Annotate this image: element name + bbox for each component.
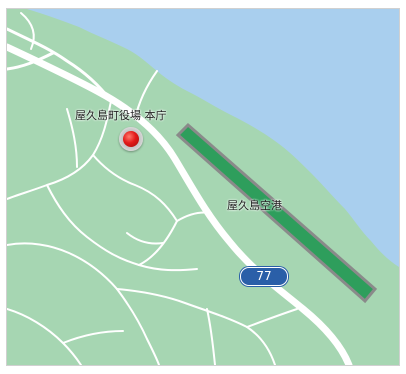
road[interactable] — [46, 184, 140, 266]
route-77-shield: 77 — [240, 267, 288, 286]
road[interactable] — [62, 330, 124, 344]
road[interactable] — [7, 27, 113, 103]
red-pin-icon[interactable] — [119, 127, 143, 151]
road[interactable] — [7, 100, 112, 200]
road[interactable] — [92, 154, 178, 222]
route-77-road[interactable] — [7, 43, 353, 365]
marker-dot — [123, 131, 139, 147]
road[interactable] — [66, 108, 78, 168]
road[interactable] — [7, 242, 118, 290]
town-office-label: 屋久島町役場 本庁 — [75, 109, 167, 122]
sea-area — [27, 9, 399, 267]
runway-strip — [175, 122, 378, 304]
road-network — [7, 12, 353, 365]
road[interactable] — [126, 232, 164, 245]
map-canvas[interactable] — [7, 9, 399, 365]
airport-label: 屋久島空港 — [227, 199, 282, 212]
road[interactable] — [20, 12, 35, 50]
road[interactable] — [7, 51, 55, 71]
road[interactable] — [138, 220, 178, 266]
road[interactable] — [246, 308, 298, 328]
road[interactable] — [138, 264, 198, 272]
road[interactable] — [206, 308, 216, 365]
map-view[interactable]: 屋久島町役場 本庁 屋久島空港 77 — [6, 8, 400, 366]
road[interactable] — [176, 211, 212, 222]
road[interactable] — [134, 70, 158, 120]
road[interactable] — [116, 288, 248, 328]
road[interactable] — [116, 288, 160, 365]
airport-runway[interactable] — [175, 122, 378, 304]
road[interactable] — [246, 326, 276, 365]
